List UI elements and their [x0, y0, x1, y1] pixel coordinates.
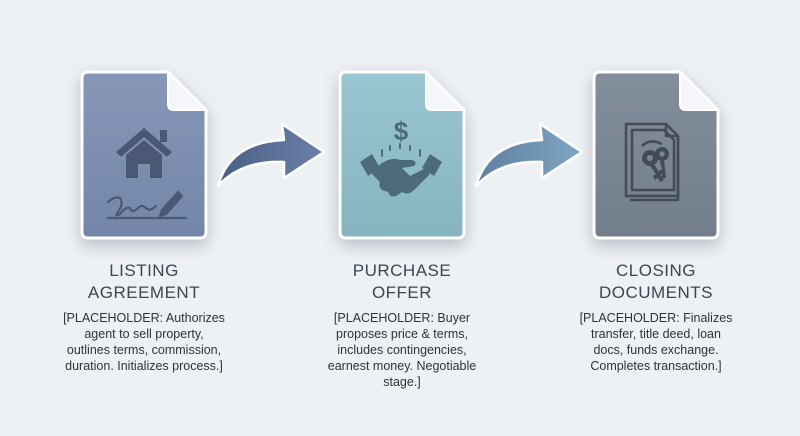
step-2-title: PURCHASE OFFER — [302, 260, 502, 304]
closing-documents-document — [592, 70, 720, 240]
arrow-2-icon — [474, 122, 584, 188]
step-3-desc-line-4: Completes transaction.] — [590, 359, 722, 373]
svg-text:$: $ — [394, 116, 409, 146]
arrow-1-icon — [216, 122, 326, 188]
step-1-desc-line-2: agent to sell property, — [84, 327, 204, 341]
purchase-offer-document: $ — [338, 70, 466, 240]
step-1-title-line-1: LISTING — [109, 261, 179, 280]
step-3-desc-line-2: transfer, title deed, loan — [591, 327, 721, 341]
step-2-description: [PLACEHOLDER: Buyer proposes price & ter… — [302, 310, 502, 390]
step-3-description: [PLACEHOLDER: Finalizes transfer, title … — [556, 310, 756, 374]
step-1-desc-line-4: duration. Initializes process.] — [65, 359, 223, 373]
step-1-description: [PLACEHOLDER: Authorizes agent to sell p… — [44, 310, 244, 374]
document-keys-icon — [624, 122, 680, 202]
step-3-desc-line-1: [PLACEHOLDER: Finalizes — [579, 311, 733, 325]
step-2-desc-line-5: stage.] — [383, 375, 421, 389]
step-2-desc-line-2: proposes price & terms, — [336, 327, 468, 341]
step-2-desc-line-4: earnest money. Negotiable — [327, 359, 477, 373]
signature-icon — [106, 190, 188, 220]
step-1-desc-line-3: outlines terms, commission, — [66, 343, 222, 357]
house-icon — [116, 128, 172, 178]
step-2-title-line-1: PURCHASE — [352, 261, 452, 280]
dollar-icon: $ — [394, 116, 409, 146]
step-3-desc-line-3: docs, funds exchange. — [593, 343, 719, 357]
step-2-desc-line-1: [PLACEHOLDER: Buyer — [333, 311, 471, 325]
step-1-desc-line-1: [PLACEHOLDER: Authorizes — [63, 311, 225, 325]
step-2-desc-line-3: includes contingencies, — [337, 343, 467, 357]
step-1-title: LISTING AGREEMENT — [44, 260, 244, 304]
listing-agreement-document — [80, 70, 208, 240]
keys-icon — [641, 140, 669, 182]
step-3-title-line-1: CLOSING — [615, 261, 697, 280]
step-2-title-line-2: OFFER — [371, 283, 433, 302]
step-1-title-line-2: AGREEMENT — [87, 283, 201, 302]
handshake-icon — [360, 143, 442, 197]
step-3-title-line-2: DOCUMENTS — [598, 283, 714, 302]
step-3-title: CLOSING DOCUMENTS — [556, 260, 756, 304]
